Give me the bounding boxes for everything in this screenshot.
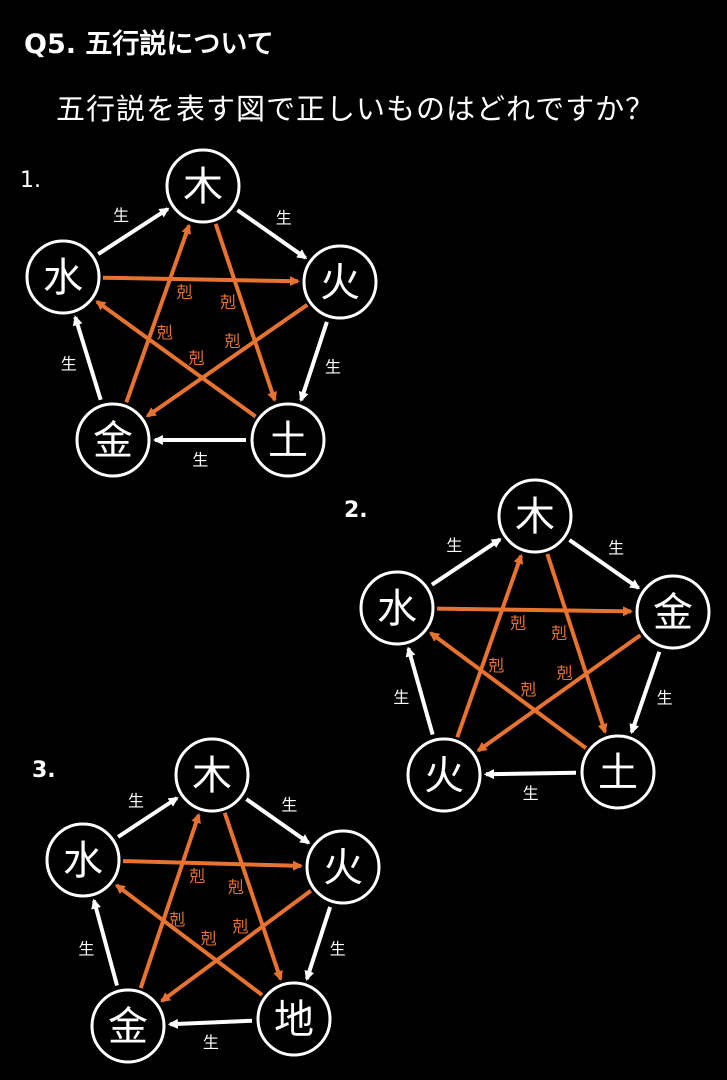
page-title: Q5. 五行説について xyxy=(24,29,274,60)
sheng-label: 生 xyxy=(61,355,77,374)
ke-label: 剋 xyxy=(520,680,536,699)
element-node-label: 木 xyxy=(515,494,555,540)
ke-arrow xyxy=(455,553,524,738)
ke-label: 剋 xyxy=(157,323,173,342)
element-node-label: 金 xyxy=(653,590,693,636)
element-node-label: 水 xyxy=(43,255,83,301)
element-node-label: 木 xyxy=(192,753,232,799)
sheng-arrow xyxy=(568,538,641,590)
ke-label: 剋 xyxy=(189,348,205,367)
element-node-label: 金 xyxy=(93,418,133,464)
element-node-circle xyxy=(302,244,378,320)
element-node-circle xyxy=(359,570,435,646)
ke-arrow xyxy=(429,631,588,750)
element-node-circle xyxy=(250,402,326,478)
ke-label: 剋 xyxy=(232,917,248,936)
element-node-circle xyxy=(580,734,656,810)
ke-arrow xyxy=(95,300,257,419)
element-node-circle xyxy=(75,402,151,478)
ke-label: 剋 xyxy=(225,331,241,350)
element-node-circle xyxy=(635,574,711,650)
ke-arrow xyxy=(114,883,264,997)
ke-label: 剋 xyxy=(177,283,193,302)
sheng-arrow xyxy=(483,769,577,780)
element-node-label: 火 xyxy=(323,845,363,891)
sheng-label: 生 xyxy=(128,792,144,811)
option-1-label: 1. xyxy=(20,168,41,193)
element-node-label: 土 xyxy=(268,418,308,464)
element-node-label: 金 xyxy=(108,1004,148,1050)
sheng-label: 生 xyxy=(393,688,409,707)
ke-arrow xyxy=(102,275,301,287)
ke-label: 剋 xyxy=(551,623,567,642)
sheng-label: 生 xyxy=(523,784,539,803)
element-node-circle xyxy=(497,478,573,554)
sheng-arrow xyxy=(97,207,170,256)
element-node-circle xyxy=(305,829,381,905)
ke-arrow xyxy=(122,859,304,871)
sheng-label: 生 xyxy=(325,358,341,377)
ke-arrow xyxy=(213,223,277,403)
sheng-label: 生 xyxy=(113,206,129,225)
element-node-label: 水 xyxy=(377,586,417,632)
element-node-circle xyxy=(25,239,101,315)
element-node-label: 水 xyxy=(63,838,103,884)
ke-label: 剋 xyxy=(169,910,185,929)
sheng-arrow xyxy=(167,1018,253,1029)
ke-arrow xyxy=(160,889,313,1003)
sheng-arrow xyxy=(72,315,103,401)
element-node-label: 火 xyxy=(320,260,360,306)
element-node-circle xyxy=(256,981,332,1057)
ke-arrow xyxy=(436,606,634,617)
sheng-label: 生 xyxy=(281,795,297,814)
sheng-arrow xyxy=(236,208,308,260)
ke-label: 剋 xyxy=(189,867,205,886)
sheng-arrow xyxy=(304,906,333,981)
sheng-arrow xyxy=(629,651,662,735)
option-3-label: 3. xyxy=(32,758,56,783)
ke-label: 剋 xyxy=(510,613,526,632)
element-node-label: 地 xyxy=(274,997,314,1043)
sheng-label: 生 xyxy=(330,940,346,959)
ke-arrow xyxy=(138,812,201,989)
sheng-arrow xyxy=(116,796,179,839)
ke-arrow xyxy=(476,633,642,753)
ke-arrow xyxy=(222,812,283,982)
element-node-circle xyxy=(90,988,166,1064)
sheng-arrow xyxy=(245,797,311,845)
element-node-label: 土 xyxy=(598,750,638,796)
element-node-label: 火 xyxy=(424,753,464,799)
element-node-circle xyxy=(406,737,482,813)
sheng-arrow xyxy=(430,537,502,587)
option-2-label: 2. xyxy=(344,498,368,523)
sheng-arrow xyxy=(298,321,329,403)
sheng-label: 生 xyxy=(608,539,624,558)
ke-arrow xyxy=(545,553,608,734)
sheng-label: 生 xyxy=(657,689,673,708)
ke-label: 剋 xyxy=(220,293,236,312)
sheng-label: 生 xyxy=(276,209,292,228)
ke-arrow xyxy=(145,303,309,418)
sheng-arrow xyxy=(91,898,119,986)
sheng-label: 生 xyxy=(203,1033,219,1052)
sheng-arrow xyxy=(405,646,435,736)
sheng-label: 生 xyxy=(192,450,208,469)
sheng-label: 生 xyxy=(78,940,94,959)
ke-label: 剋 xyxy=(201,929,217,948)
ke-arrow xyxy=(124,223,192,403)
ke-label: 剋 xyxy=(557,664,573,683)
element-node-circle xyxy=(165,148,241,224)
ke-label: 剋 xyxy=(488,656,504,675)
element-node-circle xyxy=(45,822,121,898)
ke-label: 剋 xyxy=(228,877,244,896)
element-node-circle xyxy=(174,737,250,813)
question-text: 五行説を表す図で正しいものはどれですか？ xyxy=(56,92,656,126)
element-node-label: 木 xyxy=(183,164,223,210)
sheng-label: 生 xyxy=(446,536,462,555)
